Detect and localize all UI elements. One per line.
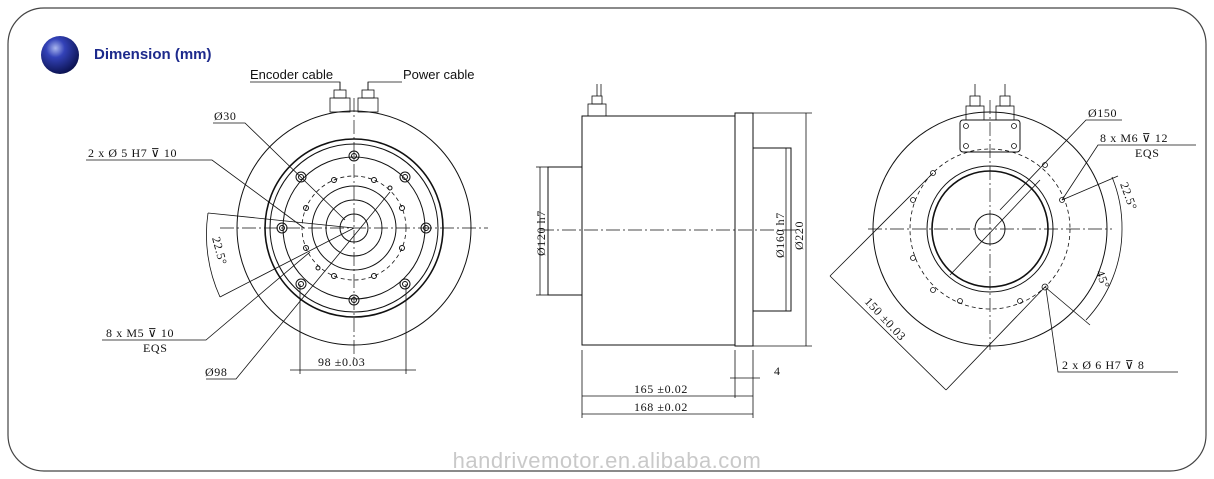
blue-sphere-icon: [41, 36, 79, 74]
diameter-150-label: Ø150: [1088, 106, 1117, 120]
m5-threads-label: 8 x M5 ⊽ 10: [106, 326, 174, 340]
diameter-220-label: Ø220: [792, 221, 806, 250]
section-title: Dimension (mm): [94, 46, 212, 63]
holes-2x-d5-label: 2 x Ø 5 H7 ⊽ 10: [88, 146, 177, 160]
diameter-120-label: Ø120 h7: [534, 210, 548, 256]
angle-22-5-front-label: 22.5°: [209, 235, 230, 266]
encoder-cable-label: Encoder cable: [250, 67, 333, 82]
diameter-160-label: Ø160 h7: [773, 212, 787, 258]
side-view: [536, 84, 812, 418]
diameter-30-label: Ø30: [214, 109, 236, 123]
diameter-98-label: Ø98: [205, 365, 227, 379]
length-168-label: 168 ±0.02: [634, 400, 688, 414]
rear-view: [829, 84, 1196, 391]
m6-threads-label: 8 x M6 ⊽ 12: [1100, 131, 1168, 145]
holes-2x-d6-label: 2 x Ø 6 H7 ⊽ 8: [1062, 358, 1145, 372]
m6-eqs-label: EQS: [1135, 146, 1159, 160]
width-98-label: 98 ±0.03: [318, 355, 365, 369]
front-view: [86, 81, 488, 380]
watermark: handrivemotor.en.alibaba.com: [452, 448, 762, 473]
length-4-label: 4: [774, 364, 781, 378]
power-cable-label: Power cable: [403, 67, 475, 82]
drawing-frame: [7, 7, 1207, 472]
dim-150-label: 150 ±0.03: [862, 294, 909, 343]
m5-eqs-label: EQS: [143, 341, 167, 355]
length-165-label: 165 ±0.02: [634, 382, 688, 396]
angle-45-label: 45°: [1093, 268, 1113, 290]
